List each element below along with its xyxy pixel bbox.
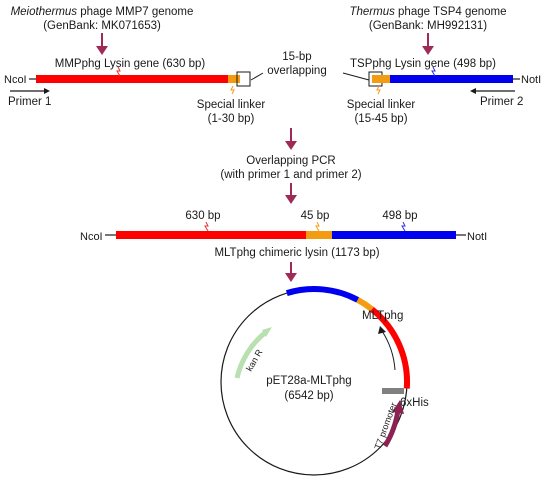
linker-mark-left: [230, 85, 235, 95]
break-mark-chim-2: [315, 221, 320, 232]
t7-promoter-head: [392, 400, 404, 414]
kanr-arc: [234, 330, 268, 379]
mmp-gene-bar: [36, 75, 228, 83]
chimera-linker-segment: [306, 231, 332, 239]
noti-site-right: NotI: [521, 74, 541, 86]
source-right-genbank: (GenBank: MH992131): [369, 20, 487, 32]
primer1-arrow: [10, 88, 50, 94]
overlap-pointer-left: [250, 72, 264, 81]
kanr-head: [262, 327, 272, 337]
break-mark-chim-3: [401, 221, 406, 232]
break-mark-right: [431, 66, 436, 77]
right-linker-range: (15-45 bp): [354, 113, 407, 125]
break-mark-left: [116, 66, 121, 77]
left-linker-bar: [228, 75, 240, 83]
linker-mark-right: [376, 85, 381, 95]
left-linker-range: (1-30 bp): [208, 113, 255, 125]
noti-site-chimera: NotI: [467, 231, 487, 243]
plasmid-name: pET28a-MLTphg: [266, 375, 351, 387]
overlap-pointer-right: [342, 72, 370, 81]
source-right-title: Thermus phage TSP4 genome: [349, 6, 506, 18]
insert-direction-head: [378, 326, 386, 334]
right-linker-bar: [372, 75, 390, 83]
down-arrow-plasmid: [285, 262, 297, 282]
plasmid-linker-arc: [356, 297, 374, 312]
source-left-title: Meiothermus phage MMP7 genome: [11, 6, 194, 18]
chimera-mmp-segment: [116, 231, 306, 239]
insert-direction-arc: [381, 330, 396, 371]
his-tag-marker: [382, 388, 404, 394]
down-arrow-left: [96, 33, 108, 55]
left-overlap-box: [236, 71, 251, 87]
plasmid-mmp-arc: [370, 306, 411, 389]
gene-right-label: TSPphg Lysin gene (498 bp): [350, 58, 496, 70]
left-linker-label: Special linker: [197, 99, 266, 111]
right-linker-label: Special linker: [347, 99, 416, 111]
overlap-label-2: overlapping: [267, 65, 326, 77]
primer1-label: Primer 1: [8, 96, 51, 108]
plasmid-size: (6542 bp): [284, 390, 333, 402]
pcr-label: Overlapping PCR: [246, 155, 335, 167]
ncoi-site-left: NcoI: [4, 74, 27, 86]
primer2-label: Primer 2: [480, 96, 523, 108]
source-left-genbank: (GenBank: MK071653): [43, 20, 161, 32]
seg2-bp-label: 45 bp: [301, 210, 330, 222]
ncoi-site-chimera: NcoI: [80, 231, 103, 243]
his-tag-label: 6xHis: [400, 397, 429, 409]
down-arrow-pcr: [285, 128, 297, 150]
gene-left-label: MMPphg Lysin gene (630 bp): [55, 58, 206, 70]
down-arrow-chimera: [285, 183, 297, 204]
break-mark-chim-1: [204, 221, 209, 232]
down-arrow-right: [422, 33, 434, 55]
plasmid-tsp-arc: [285, 286, 360, 303]
tsp-gene-bar: [390, 75, 513, 83]
overlap-label-1: 15-bp: [282, 51, 311, 63]
seg1-bp-label: 630 bp: [185, 210, 220, 222]
primer2-arrow: [470, 88, 515, 94]
chimera-label: MLTphg chimeric lysin (1173 bp): [214, 247, 379, 259]
pcr-primers: (with primer 1 and primer 2): [220, 169, 361, 181]
plasmid-insert-label: MLTphg: [362, 310, 403, 322]
seg3-bp-label: 498 bp: [382, 210, 417, 222]
chimera-tsp-segment: [332, 231, 456, 239]
